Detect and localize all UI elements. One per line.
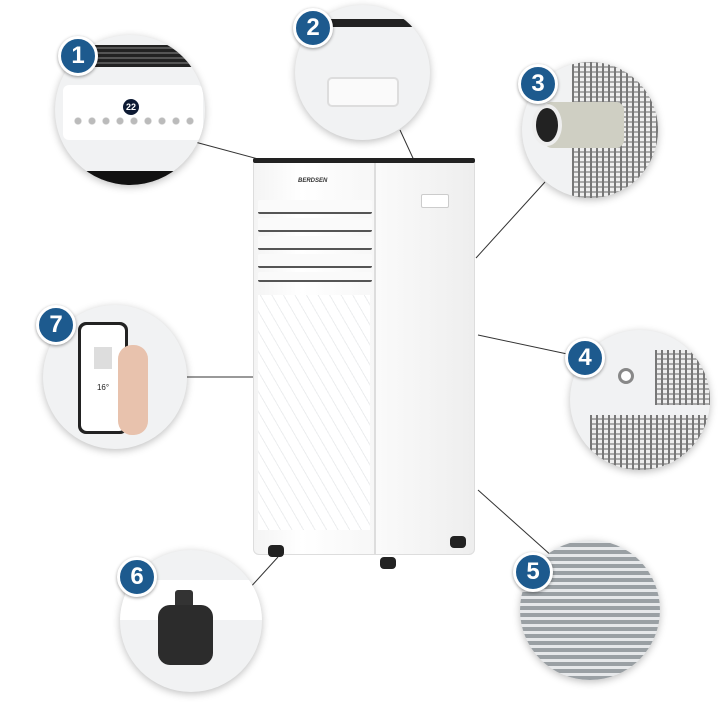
callout-badge-5: 5: [513, 552, 553, 592]
app-device-image: [94, 347, 112, 369]
handle-recess: [327, 77, 399, 107]
wheel: [380, 557, 396, 569]
caster-wheel: [158, 605, 213, 665]
control-buttons: [71, 117, 196, 125]
drain-port: [618, 368, 634, 384]
temperature-display: 22: [123, 99, 139, 115]
lower-grille: [590, 415, 710, 470]
wheel: [268, 545, 284, 557]
louver: [258, 272, 372, 282]
callout-line-1: [194, 141, 263, 161]
callout-badge-7: 7: [36, 305, 76, 345]
louver: [258, 236, 372, 250]
louver: [258, 200, 372, 214]
callout-badge-6: 6: [117, 557, 157, 597]
front-grille: [258, 295, 370, 530]
panel-edge: [55, 171, 205, 185]
louver: [258, 254, 372, 268]
callout-badge-1: 1: [58, 36, 98, 76]
louver: [258, 218, 372, 232]
app-screen: 16°: [81, 325, 125, 431]
upper-grille: [655, 350, 710, 405]
unit-handle: [421, 194, 449, 208]
callout-line-4: [477, 334, 573, 356]
callout-badge-4: 4: [565, 338, 605, 378]
callout-badge-2: 2: [293, 8, 333, 48]
callout-badge-3: 3: [518, 64, 558, 104]
top-edge: [295, 19, 430, 27]
wheel: [450, 536, 466, 548]
brand-logo: BERDSEN: [298, 178, 328, 184]
hose-opening: [532, 104, 562, 146]
callout-line-3: [475, 181, 546, 259]
hand: [118, 345, 148, 435]
app-temperature[interactable]: 16°: [96, 383, 110, 392]
control-panel: 22: [63, 85, 203, 140]
unit-top-panel: [253, 158, 475, 163]
unit-side: [375, 160, 475, 555]
callout-control-panel: 22: [55, 35, 205, 185]
